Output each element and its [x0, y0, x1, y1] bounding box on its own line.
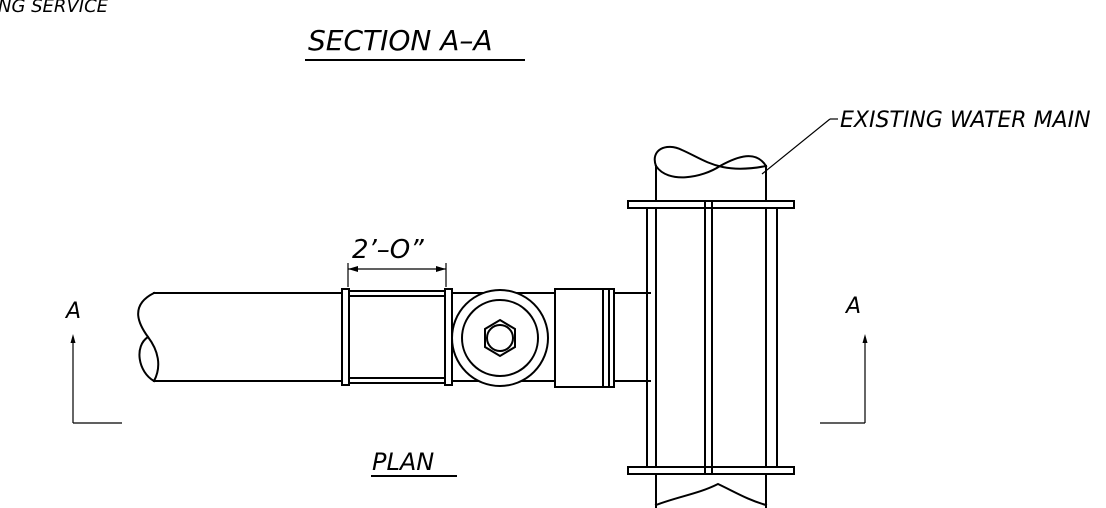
plan-title: PLAN [372, 448, 434, 476]
dimension-label: 2’–O” [352, 235, 424, 265]
section-marker-left [70, 334, 122, 424]
water-main [653, 145, 768, 508]
section-marker-left-label: A [64, 299, 81, 324]
water-main-leader [761, 118, 838, 175]
dimension-line [347, 263, 447, 287]
gate-valve [451, 289, 549, 387]
section-marker-right-label: A [844, 294, 861, 319]
section-title: SECTION A–A [308, 24, 493, 57]
partial-service-label: NG SERVICE [0, 0, 109, 17]
pipe-coupling [341, 288, 453, 386]
restraint-collar [554, 288, 615, 388]
valve-nut-icon [484, 318, 516, 358]
section-marker-right [820, 334, 868, 424]
tapping-sleeve [627, 200, 795, 475]
existing-water-main-label: EXISTING WATER MAIN [840, 108, 1091, 133]
